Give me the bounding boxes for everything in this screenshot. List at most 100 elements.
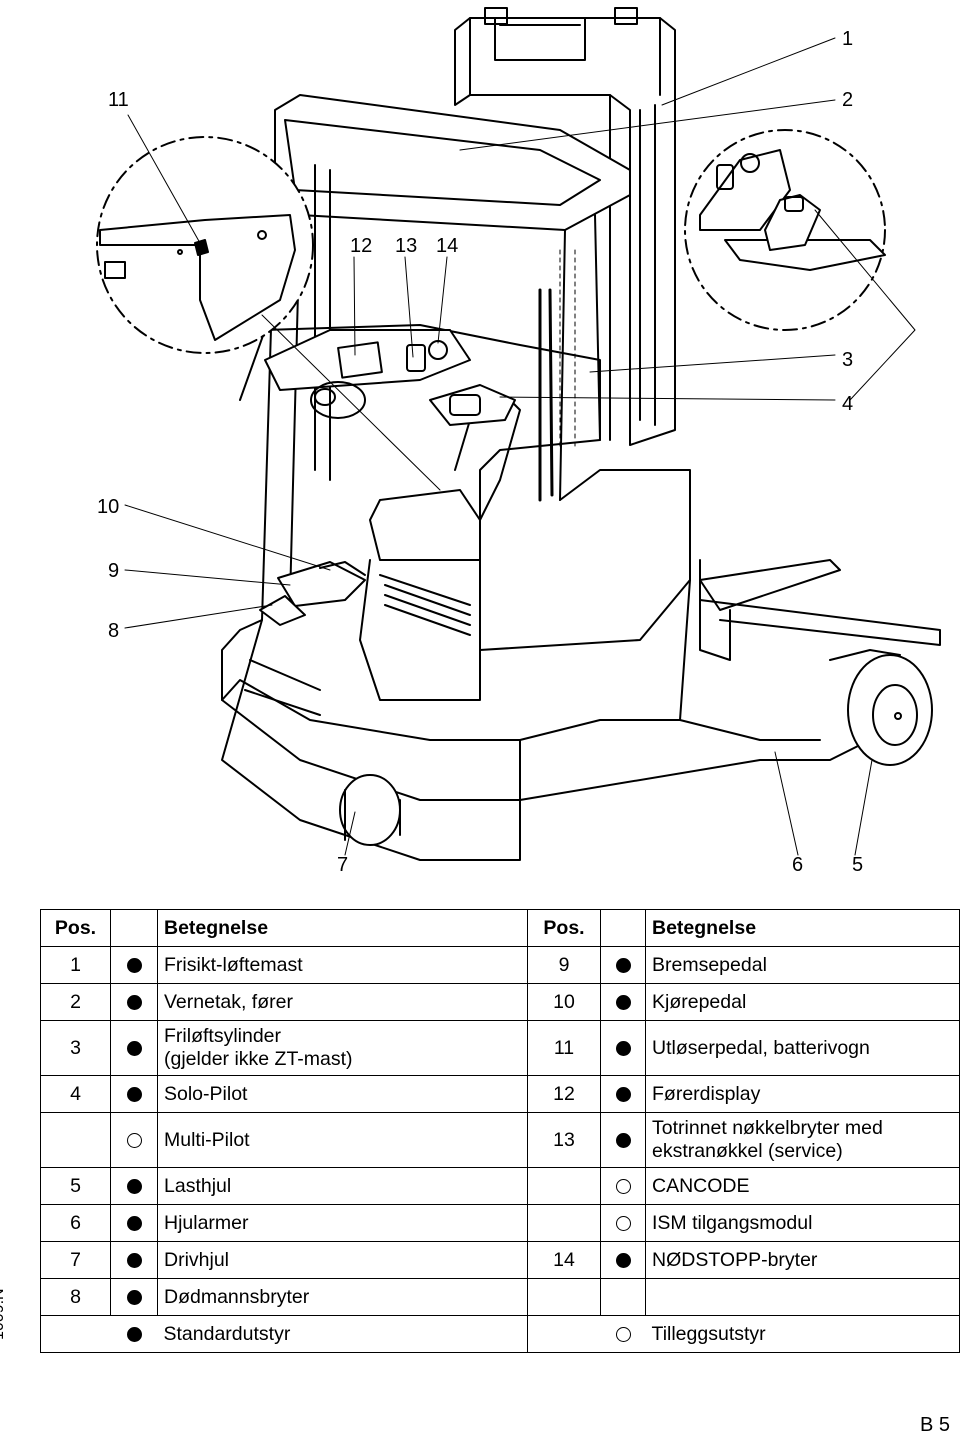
marker-left bbox=[110, 1241, 158, 1279]
marker-right bbox=[600, 1112, 646, 1168]
marker-left bbox=[110, 983, 158, 1021]
standard-marker-icon bbox=[615, 1132, 631, 1148]
marker-left bbox=[110, 1278, 158, 1316]
standard-marker-icon bbox=[126, 994, 142, 1010]
name-left: Multi-Pilot bbox=[157, 1112, 528, 1168]
callout-11: 11 bbox=[108, 89, 129, 111]
marker-right bbox=[600, 1167, 646, 1205]
marker-left bbox=[110, 1167, 158, 1205]
pos-right: 14 bbox=[527, 1241, 601, 1279]
marker-left bbox=[110, 1020, 158, 1076]
standard-marker-icon bbox=[126, 1252, 142, 1268]
callout-12: 12 bbox=[350, 235, 373, 257]
header-icon-left bbox=[110, 909, 158, 947]
pos-right: 12 bbox=[527, 1075, 601, 1113]
overhead-guard-drawing bbox=[261, 94, 631, 621]
optional-marker-icon bbox=[615, 1178, 631, 1194]
standard-marker-icon bbox=[615, 1086, 631, 1102]
pos-left: 2 bbox=[40, 983, 111, 1021]
pos-left: 8 bbox=[40, 1278, 111, 1316]
name-left-line1: Friløftsylinder bbox=[164, 1025, 282, 1047]
callout-9: 9 bbox=[108, 560, 120, 582]
name-left: Drivhjul bbox=[157, 1241, 528, 1279]
name-left: Vernetak, fører bbox=[157, 983, 528, 1021]
name-left: Friløftsylinder(gjelder ikke ZT-mast) bbox=[157, 1020, 528, 1076]
pos-right: 9 bbox=[527, 946, 601, 984]
callout-3: 3 bbox=[842, 349, 854, 371]
standard-marker-icon bbox=[126, 957, 142, 973]
marker-left bbox=[110, 1112, 158, 1168]
pos-right: 13 bbox=[527, 1112, 601, 1168]
legend-optional: Tilleggsutstyr bbox=[645, 1315, 960, 1353]
pos-right bbox=[527, 1167, 601, 1205]
marker-right bbox=[600, 946, 646, 984]
leader-lines bbox=[124, 37, 916, 856]
marker-right bbox=[600, 1204, 646, 1242]
drive-wheel-drawing bbox=[339, 774, 401, 846]
name-right: Bremsepedal bbox=[645, 946, 960, 984]
name-right bbox=[645, 1278, 960, 1316]
truck-drawing bbox=[96, 7, 941, 861]
callout-13: 13 bbox=[395, 235, 418, 257]
standard-marker-icon bbox=[615, 994, 631, 1010]
standard-marker-icon bbox=[126, 1289, 142, 1305]
name-right: Førerdisplay bbox=[645, 1075, 960, 1113]
pos-right bbox=[527, 1278, 601, 1316]
standard-marker-icon bbox=[126, 1178, 142, 1194]
forks-drawing bbox=[699, 559, 941, 766]
pos-left: 4 bbox=[40, 1075, 111, 1113]
header-icon-right bbox=[600, 909, 646, 947]
name-left: Solo-Pilot bbox=[157, 1075, 528, 1113]
name-right-line1: Totrinnet nøkkelbryter med bbox=[652, 1117, 883, 1139]
detail-left-drawing bbox=[99, 214, 296, 341]
mast-drawing bbox=[454, 7, 676, 451]
legend-standard: Standardutstyr bbox=[157, 1315, 528, 1353]
pos-left: 7 bbox=[40, 1241, 111, 1279]
optional-marker-icon bbox=[615, 1326, 631, 1342]
marker-right bbox=[600, 1075, 646, 1113]
standard-marker-icon bbox=[126, 1040, 142, 1056]
marker-right bbox=[600, 1278, 646, 1316]
callout-1: 1 bbox=[842, 28, 854, 50]
callout-5: 5 bbox=[852, 854, 864, 876]
name-right: NØDSTOPP-bryter bbox=[645, 1241, 960, 1279]
callout-7: 7 bbox=[337, 854, 349, 876]
callout-10: 10 bbox=[97, 496, 120, 518]
pos-left: 3 bbox=[40, 1020, 111, 1076]
header-name-right: Betegnelse bbox=[645, 909, 960, 947]
standard-marker-icon bbox=[126, 1215, 142, 1231]
callout-6: 6 bbox=[792, 854, 804, 876]
pos-left bbox=[40, 1112, 111, 1168]
marker-left bbox=[110, 946, 158, 984]
header-pos-right: Pos. bbox=[527, 909, 601, 947]
legend-row: Standardutstyr Tilleggsutstyr bbox=[40, 1315, 960, 1353]
header-name-left: Betegnelse bbox=[157, 909, 528, 947]
table-header-row: Pos. Betegnelse Pos. Betegnelse bbox=[40, 909, 960, 947]
pos-left: 1 bbox=[40, 946, 111, 984]
callout-8: 8 bbox=[108, 620, 120, 642]
pos-left: 6 bbox=[40, 1204, 111, 1242]
optional-marker-icon bbox=[126, 1132, 142, 1148]
callout-14: 14 bbox=[436, 235, 459, 257]
name-right: Utløserpedal, batterivogn bbox=[645, 1020, 960, 1076]
standard-marker-icon bbox=[126, 1086, 142, 1102]
standard-marker-icon bbox=[615, 1040, 631, 1056]
marker-right bbox=[600, 983, 646, 1021]
page-number: B 5 bbox=[919, 1414, 950, 1436]
pos-right: 11 bbox=[527, 1020, 601, 1076]
name-left: Hjularmer bbox=[157, 1204, 528, 1242]
marker-left bbox=[110, 1075, 158, 1113]
marker-right bbox=[600, 1241, 646, 1279]
name-left-line2: (gjelder ikke ZT-mast) bbox=[164, 1048, 353, 1070]
standard-marker-icon bbox=[615, 1252, 631, 1268]
pos-right bbox=[527, 1204, 601, 1242]
